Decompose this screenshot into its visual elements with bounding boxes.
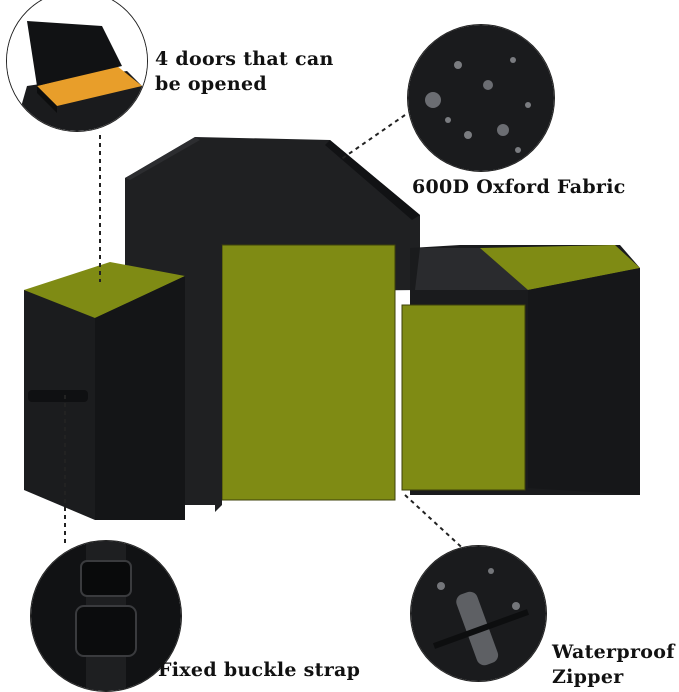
center-hood [125,137,420,505]
fabric-detail-circle [407,24,555,172]
fabric-callout: 600D Oxford Fabric [412,176,626,198]
left-top-panel [24,262,185,318]
doors-callout-line1: 4 doors that can [155,48,334,70]
right-top-dark [415,248,528,290]
right-door [401,304,526,491]
buckle-callout: Fixed buckle strap [158,659,361,681]
buckle-detail-circle [30,540,182,692]
zipper-callout: Waterproof Zipper [552,640,675,690]
doors-callout: 4 doors that can be opened [155,47,334,97]
doors-callout-line2: be opened [155,73,267,95]
zipper-callout-line1: Waterproof [552,641,675,663]
leader-zipper [404,494,471,556]
zipper-detail-circle [410,545,547,682]
buckle-bottom [75,605,137,657]
buckle-top [80,560,132,597]
leader-fabric [339,114,406,161]
side-strap [28,390,88,402]
doors-detail-circle [6,0,148,132]
zipper-callout-line2: Zipper [552,666,624,688]
center-door [221,244,396,501]
right-top-panel [480,245,640,290]
door-interior [37,66,142,106]
